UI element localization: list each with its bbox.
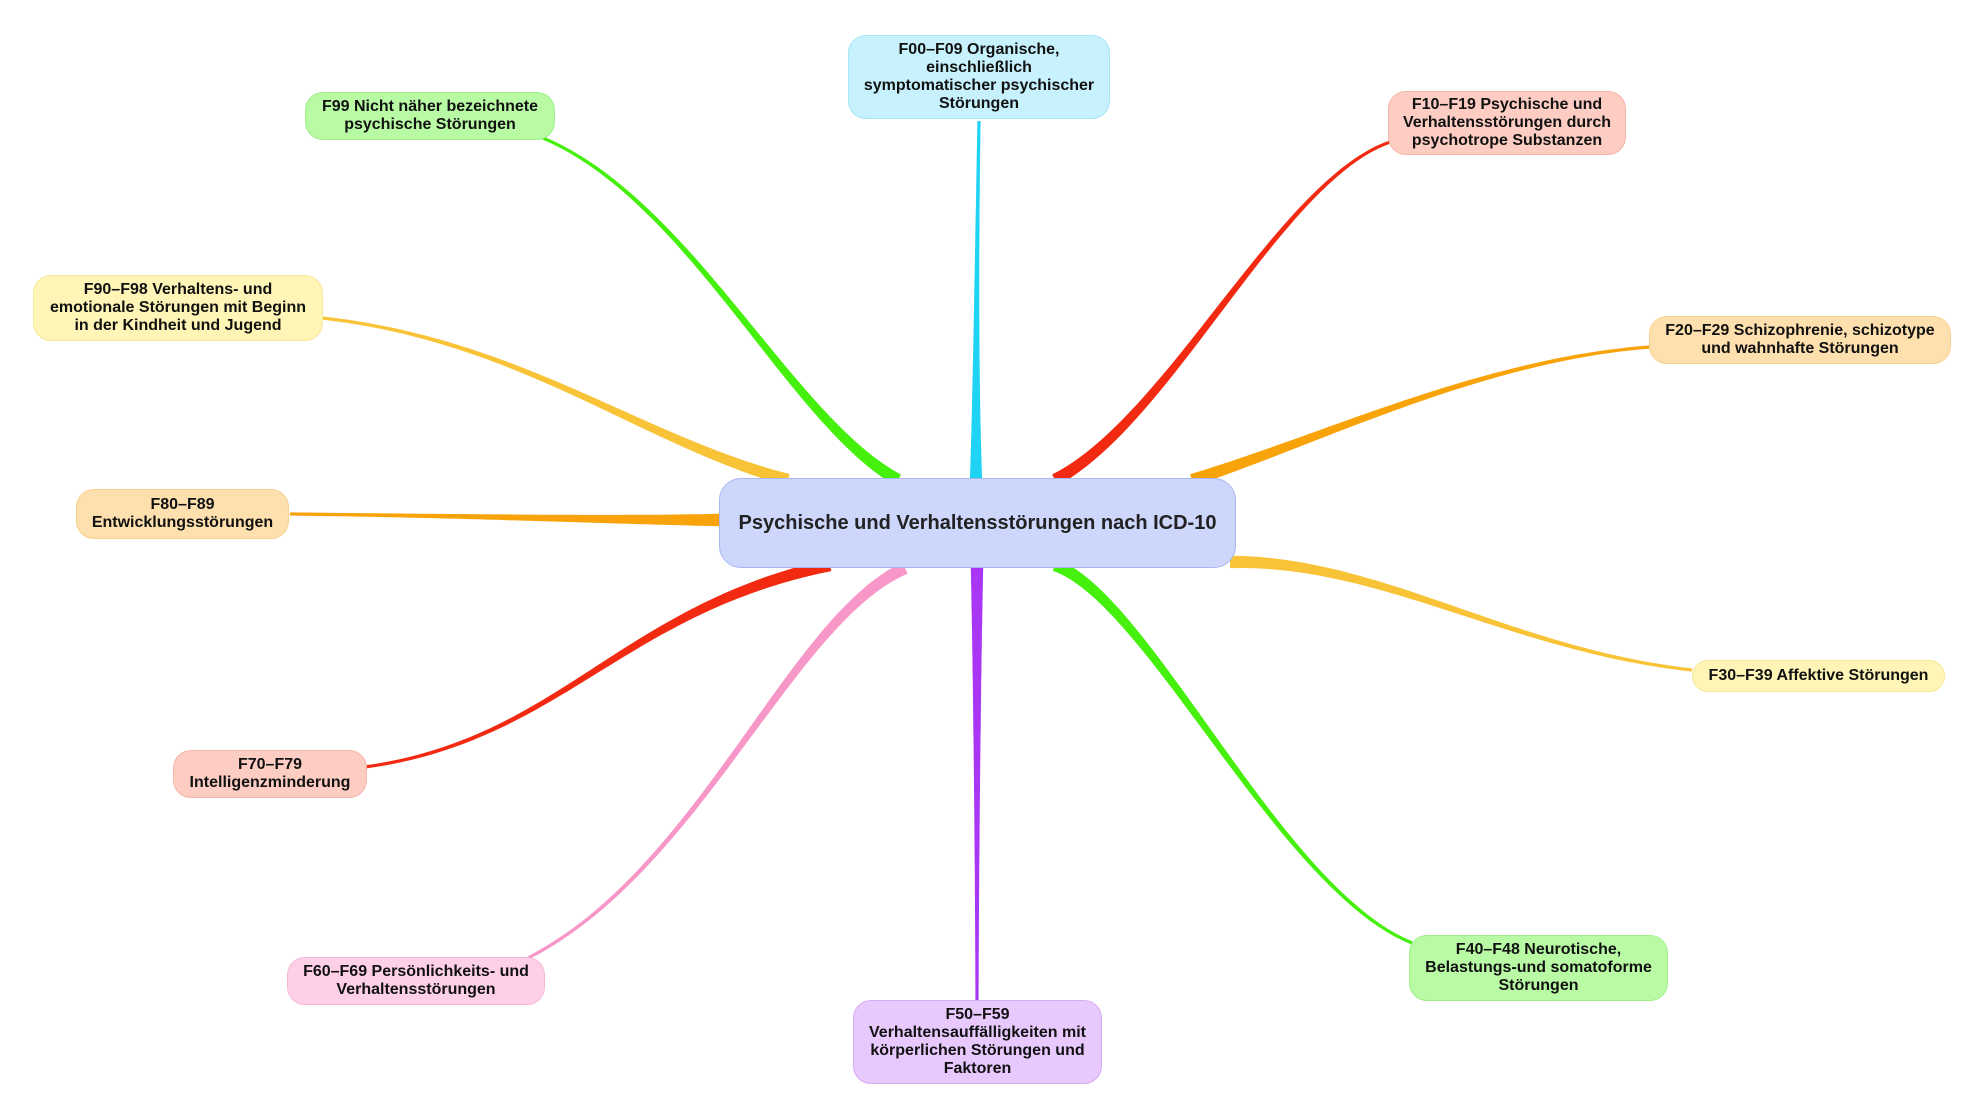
connector-f99	[542, 136, 901, 486]
connector-f00	[969, 121, 983, 480]
branch-label: F90–F98 Verhaltens- und emotionale Störu…	[49, 281, 306, 334]
branch-node-f90[interactable]: F90–F98 Verhaltens- und emotionale Störu…	[33, 275, 323, 341]
branch-node-f50[interactable]: F50–F59 Verhaltensauffälligkeiten mit kö…	[853, 1000, 1102, 1084]
connector-f20	[1190, 345, 1651, 486]
connector-f10	[1052, 140, 1391, 486]
connector-f30	[1229, 555, 1693, 672]
branch-node-f20[interactable]: F20–F29 Schizophrenie, schizotype und wa…	[1649, 316, 1951, 364]
branch-label: F50–F59 Verhaltensauffälligkeiten mit kö…	[869, 1006, 1086, 1077]
connector-f40	[1052, 559, 1413, 945]
branch-node-f40[interactable]: F40–F48 Neurotische, Belastungs-und soma…	[1409, 935, 1668, 1001]
connector-f70	[364, 558, 832, 769]
branch-label: F20–F29 Schizophrenie, schizotype und wa…	[1665, 322, 1935, 357]
connector-f90	[321, 316, 790, 486]
center-label: Psychische und Verhaltensstörungen nach …	[738, 511, 1217, 534]
branch-node-f00[interactable]: F00–F09 Organische, einschließlich sympt…	[848, 35, 1110, 119]
connector-f50	[970, 568, 984, 1000]
connector-f60	[527, 562, 908, 960]
branch-label: F60–F69 Persönlichkeits- und Verhaltenss…	[303, 963, 529, 998]
branch-node-f10[interactable]: F10–F19 Psychische und Verhaltensstörung…	[1388, 91, 1626, 155]
branch-label: F10–F19 Psychische und Verhaltensstörung…	[1402, 96, 1612, 149]
branch-label: F70–F79 Intelligenzminderung	[189, 756, 351, 791]
branch-node-f80[interactable]: F80–F89 Entwicklungsstörungen	[76, 489, 289, 539]
branch-node-f60[interactable]: F60–F69 Persönlichkeits- und Verhaltenss…	[287, 957, 545, 1005]
branch-node-f99[interactable]: F99 Nicht näher bezeichnete psychische S…	[305, 92, 555, 140]
branch-node-f30[interactable]: F30–F39 Affektive Störungen	[1692, 660, 1945, 692]
branch-label: F30–F39 Affektive Störungen	[1708, 667, 1929, 684]
branch-label: F40–F48 Neurotische, Belastungs-und soma…	[1425, 941, 1652, 994]
branch-label: F00–F09 Organische, einschließlich sympt…	[863, 41, 1095, 112]
center-node[interactable]: Psychische und Verhaltensstörungen nach …	[719, 478, 1236, 568]
connector-f80	[290, 512, 720, 527]
branch-label: F80–F89 Entwicklungsstörungen	[91, 496, 274, 531]
branch-label: F99 Nicht näher bezeichnete psychische S…	[321, 98, 539, 133]
branch-node-f70[interactable]: F70–F79 Intelligenzminderung	[173, 750, 367, 798]
